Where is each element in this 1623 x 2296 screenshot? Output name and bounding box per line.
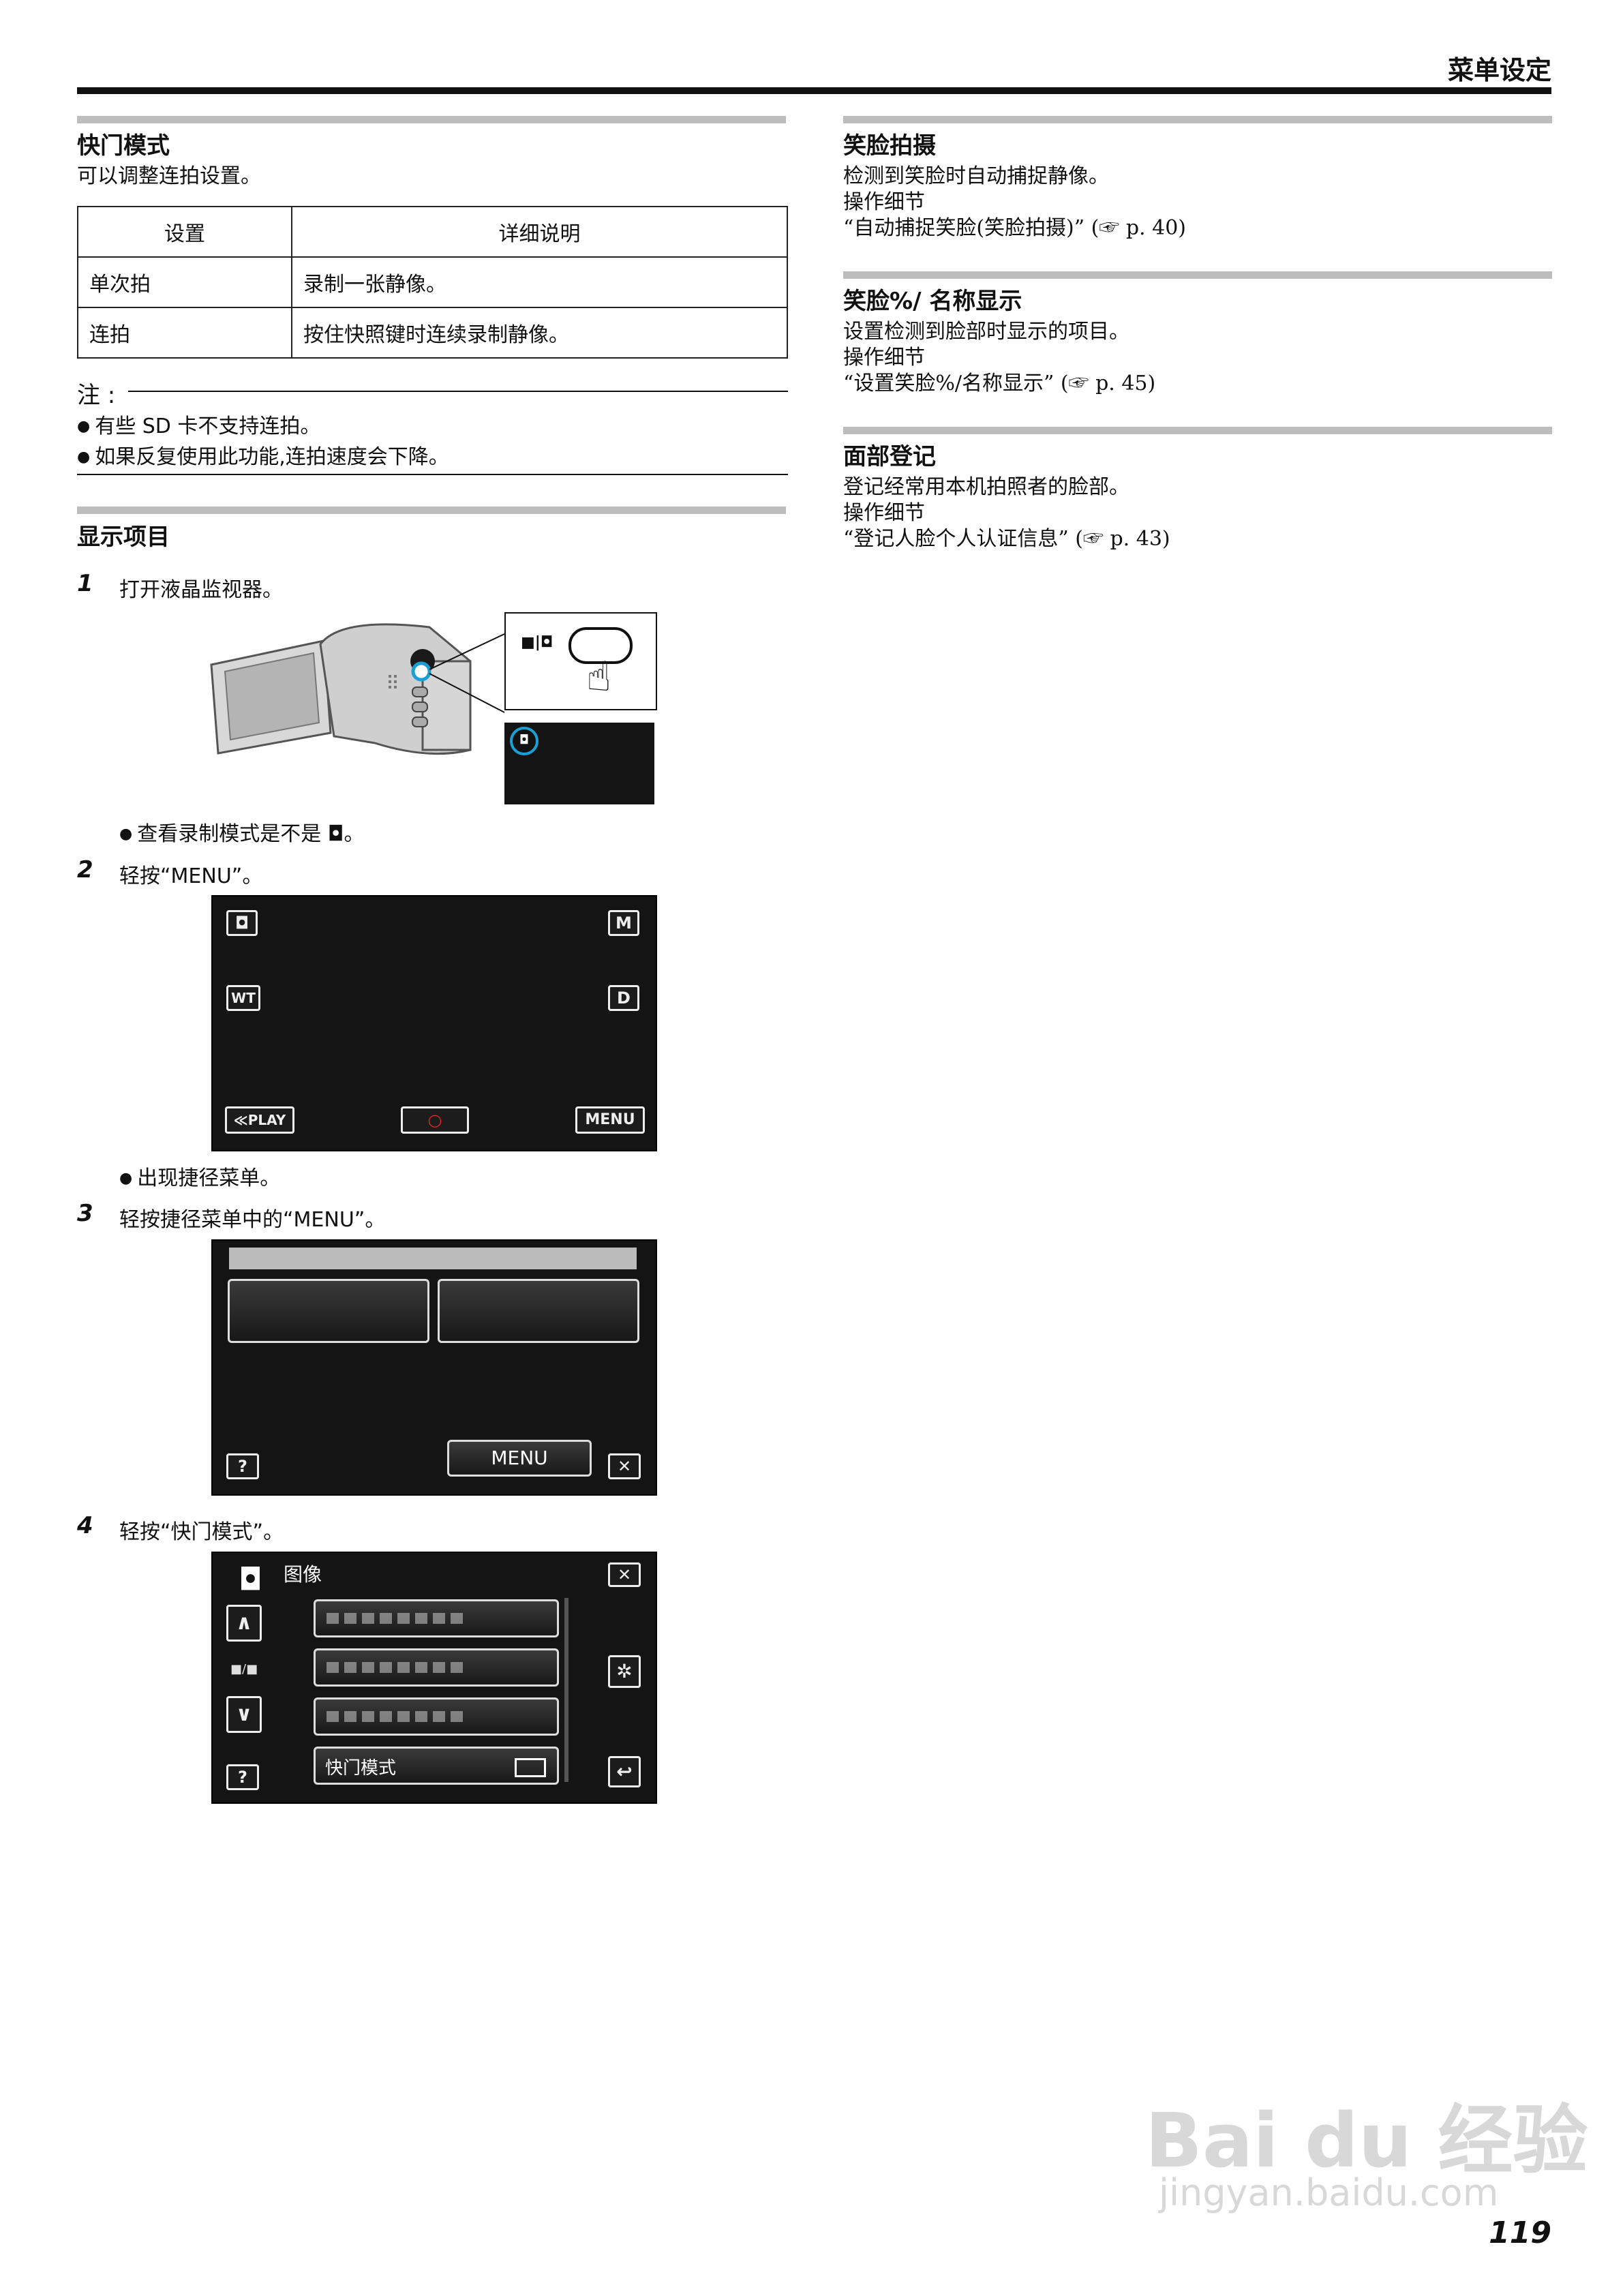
shutter-mode-table: 设置 详细说明 单次拍 录制一张静像。 连拍 按住快照键时连续录制静像。 <box>77 206 788 359</box>
blurred-title <box>365 1251 501 1262</box>
section-divider <box>843 427 1552 434</box>
wt-button[interactable]: WT <box>226 985 260 1011</box>
page-header-title: 菜单设定 <box>1447 55 1551 85</box>
step-number: 3 <box>77 1200 93 1227</box>
menu-item-label: 快门模式 <box>325 1758 397 1779</box>
camcorder-illustration <box>204 607 654 804</box>
camera-mode-icon[interactable]: ◘ <box>226 910 258 936</box>
face-reg-link[interactable]: “登记人脸个人认证信息” (☞ p. 43) <box>843 527 1170 551</box>
scrollbar[interactable] <box>564 1598 568 1782</box>
close-icon[interactable]: ✕ <box>608 1562 641 1587</box>
table-header-cell: 详细说明 <box>291 206 788 258</box>
smile-name-line: 操作细节 <box>843 346 925 369</box>
menu-title-bar <box>229 1248 637 1269</box>
record-button[interactable]: ○ <box>401 1106 469 1134</box>
section-divider <box>843 271 1552 279</box>
still-mode-icon: ◘ <box>510 727 539 755</box>
blurred-label <box>327 1613 463 1624</box>
page-indicator: ■/■ <box>230 1662 258 1676</box>
shutter-mode-title: 快门模式 <box>77 132 170 160</box>
baidu-watermark: Bai du 经验 <box>1145 2097 1588 2184</box>
section-divider <box>77 507 786 514</box>
table-header-row: 设置 详细说明 <box>77 206 788 258</box>
face-reg-title: 面部登记 <box>843 443 936 470</box>
menu-button[interactable]: MENU <box>575 1106 645 1134</box>
smile-name-title: 笑脸%/ 名称显示 <box>843 288 1022 315</box>
single-shot-icon <box>515 1758 546 1777</box>
shutter-mode-desc: 可以调整连拍设置。 <box>77 164 261 188</box>
note-bottom-line <box>77 474 788 475</box>
menu-list-item[interactable] <box>314 1697 559 1736</box>
menu-list-item[interactable] <box>314 1599 559 1637</box>
record-screen: ◘ M WT D ≪PLAY ○ MENU <box>211 895 657 1151</box>
header-rule <box>77 87 1551 94</box>
step-text: 打开液晶监视器。 <box>119 578 283 602</box>
baidu-watermark-url: jingyan.baidu.com <box>1159 2171 1499 2214</box>
table-cell: 录制一张静像。 <box>291 256 788 308</box>
gear-icon[interactable]: ✲ <box>608 1655 641 1688</box>
table-cell: 按住快照键时连续录制静像。 <box>291 307 788 359</box>
note-top-line <box>128 391 788 392</box>
scroll-down-icon[interactable]: ∨ <box>226 1696 262 1733</box>
menu-button[interactable]: MENU <box>447 1440 592 1477</box>
d-button[interactable]: D <box>608 985 639 1011</box>
table-cell: 连拍 <box>77 307 292 359</box>
note-item: 如果反复使用此功能,连拍速度会下降。 <box>77 440 449 470</box>
page-number: 119 <box>1489 2216 1551 2250</box>
video-still-icon: ■|◘ <box>521 634 553 651</box>
step-text: 轻按“快门模式”。 <box>119 1520 284 1544</box>
manual-button[interactable]: M <box>608 910 639 936</box>
close-icon[interactable]: ✕ <box>608 1453 641 1479</box>
help-button[interactable]: ? <box>226 1764 259 1790</box>
smile-name-line: 设置检测到脸部时显示的项目。 <box>843 320 1129 344</box>
step-number: 1 <box>77 570 93 597</box>
display-items-title: 显示项目 <box>77 524 170 551</box>
camcorder-svg <box>210 623 505 755</box>
menu-item-shutter-mode[interactable]: 快门模式 <box>314 1747 559 1785</box>
mode-button-callout: ■|◘ ☝ <box>504 612 657 710</box>
smile-shot-title: 笑脸拍摄 <box>843 132 936 160</box>
table-row: 连拍 按住快照键时连续录制静像。 <box>77 307 788 359</box>
hand-pointer-icon: ☝ <box>586 653 611 701</box>
smile-shot-link[interactable]: “自动捕捉笑脸(笑脸拍摄)” (☞ p. 40) <box>843 216 1187 240</box>
back-icon[interactable]: ↩ <box>608 1756 641 1787</box>
shortcut-menu-screen: ? MENU ✕ <box>211 1239 657 1496</box>
smile-shot-line: 检测到笑脸时自动捕捉静像。 <box>843 164 1109 188</box>
step-note: 查看录制模式是不是 ◘。 <box>119 817 364 847</box>
note-item: 有些 SD 卡不支持连拍。 <box>77 409 320 439</box>
step-text: 轻按“MENU”。 <box>119 864 263 888</box>
mode-toggle-button[interactable] <box>568 627 633 664</box>
blurred-label <box>327 1711 463 1722</box>
table-header-cell: 设置 <box>77 206 292 258</box>
shortcut-option[interactable] <box>228 1279 429 1343</box>
step-number: 2 <box>77 856 93 883</box>
scroll-up-icon[interactable]: ∧ <box>226 1605 262 1642</box>
table-row: 单次拍 录制一张静像。 <box>77 256 788 308</box>
image-menu-screen: ◘ 图像 ✕ ∧ ■/■ ∨ ? 快门模式 ✲ ↩ <box>211 1552 657 1804</box>
step-note: 出现捷径菜单。 <box>119 1161 280 1191</box>
smile-name-link[interactable]: “设置笑脸%/名称显示” (☞ p. 45) <box>843 372 1156 395</box>
play-button[interactable]: ≪PLAY <box>225 1106 294 1134</box>
camera-icon: ◘ <box>239 1562 262 1597</box>
smile-shot-line: 操作细节 <box>843 190 925 214</box>
step-number: 4 <box>77 1512 93 1539</box>
menu-list-item[interactable] <box>314 1648 559 1687</box>
help-button[interactable]: ? <box>226 1453 259 1479</box>
blurred-label <box>327 1662 463 1673</box>
section-divider <box>77 116 786 123</box>
menu-screen-title: 图像 <box>284 1563 322 1586</box>
table-cell: 单次拍 <box>77 256 292 308</box>
note-label: 注 : <box>77 382 116 409</box>
face-reg-line: 操作细节 <box>843 501 925 525</box>
section-divider <box>843 116 1552 123</box>
step-text: 轻按捷径菜单中的“MENU”。 <box>119 1208 386 1232</box>
face-reg-line: 登记经常用本机拍照者的脸部。 <box>843 475 1129 499</box>
shortcut-option[interactable] <box>438 1279 639 1343</box>
monitor-preview: ◘ <box>504 723 654 804</box>
